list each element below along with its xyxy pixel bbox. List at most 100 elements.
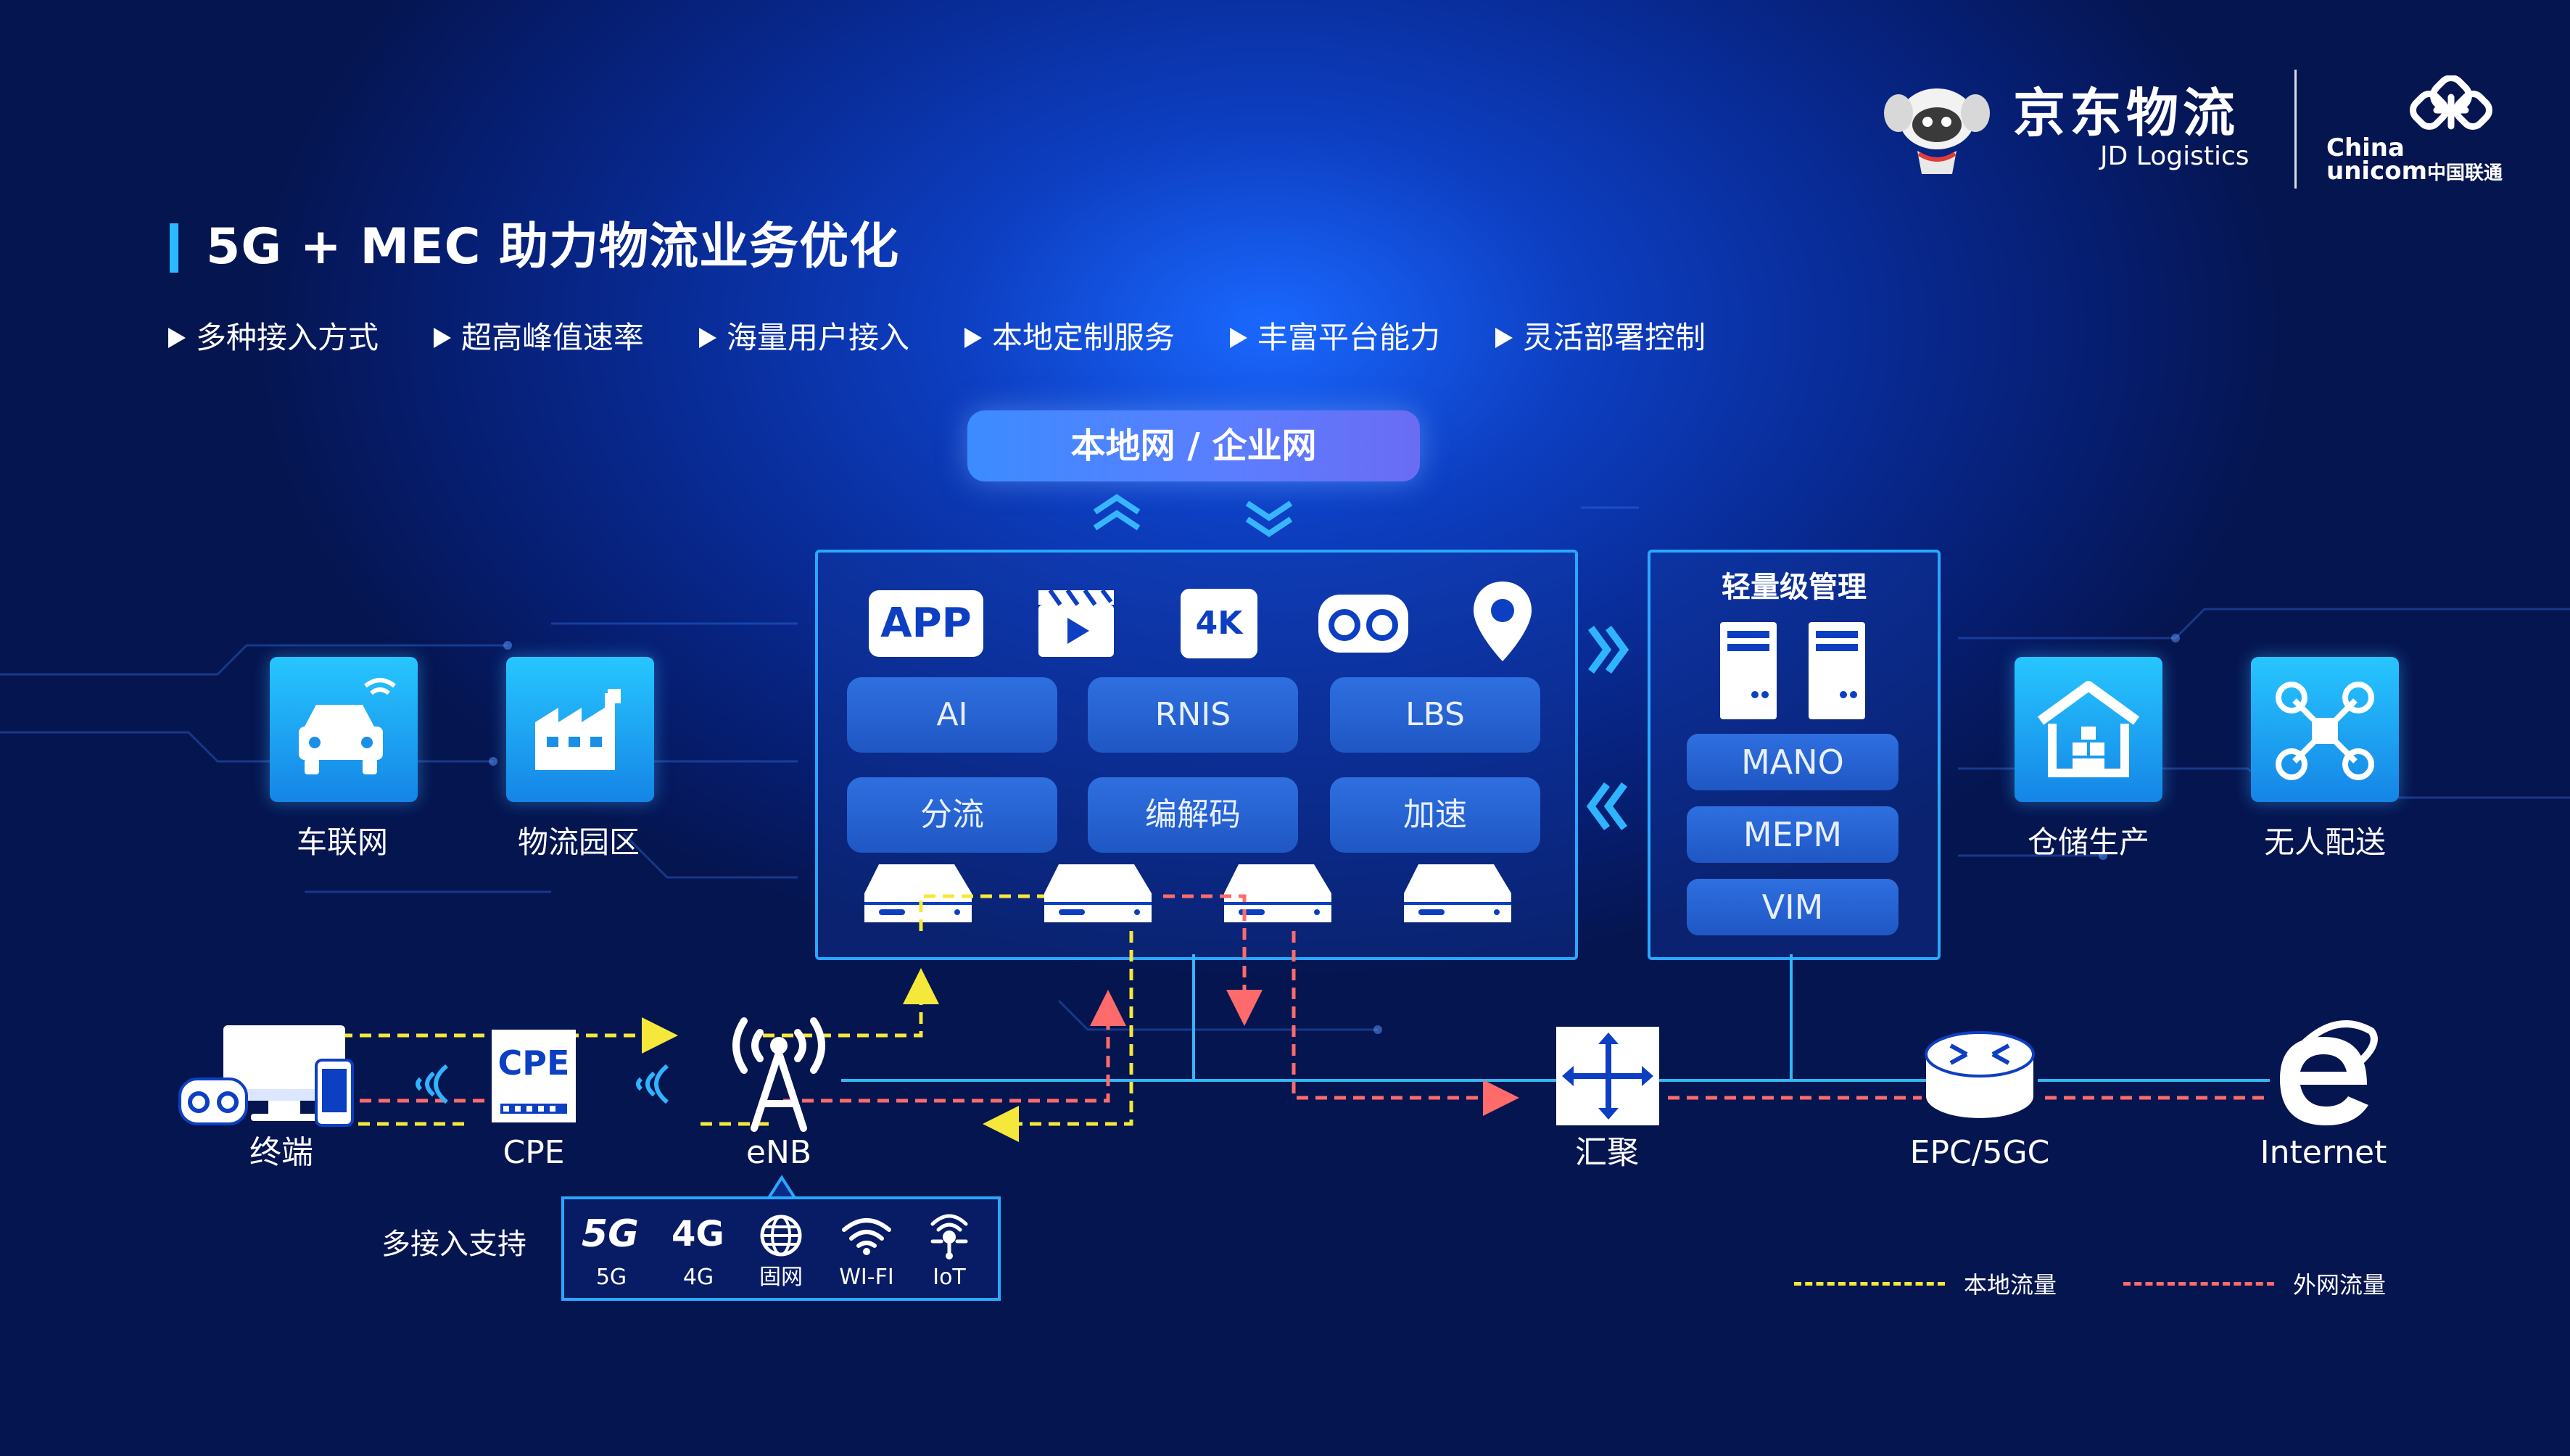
unicom-en-word: unicom [2326,157,2428,186]
enb-label: eNB [745,1134,812,1171]
title-accent-bar [170,223,178,273]
server-icon [1404,864,1511,922]
core-label: EPC/5GC [1909,1134,2050,1171]
scenario-label: 车联网 [296,824,388,860]
access-label: IoT [933,1265,966,1290]
scenario-label: 物流园区 [517,824,640,860]
up-down-arrows-icon [1093,494,1293,537]
feature-item: 本地定制服务 [964,316,1230,360]
scenario-tile-logistics-park [506,657,654,802]
feature-item: 多种接入方式 [168,316,434,360]
access-label: 固网 [759,1265,803,1290]
tower-servers-icon [1720,622,1865,719]
function-codec: 编解码 [1088,777,1298,853]
function-lbs: LBS [1330,677,1540,753]
feature-list: 多种接入方式 超高峰值速率 海量用户接入 本地定制服务 丰富平台能力 灵活部署控… [168,316,1761,360]
access-wifi: WI-FI [827,1207,906,1294]
bullet-triangle-icon [168,328,186,348]
scenario-label: 无人配送 [2263,824,2386,860]
multi-access-box: 5G 5G 4G 4G 固网 WI-FI IoT [561,1196,1001,1301]
bullet-triangle-icon [1495,328,1513,348]
bullet-triangle-icon [699,328,716,348]
5g-icon: 5G [582,1212,639,1256]
management-title: 轻量级管理 [1722,571,1867,604]
callout-pointer [767,1175,796,1199]
unicom-cn-text: 中国联通 [2427,162,2503,184]
lightweight-management-box: 轻量级管理 MANO MEPM VIM [1648,550,1941,960]
feature-label: 丰富平台能力 [1257,320,1441,355]
cpe-box-icon [492,1030,576,1122]
app-badge-icon: APP [869,590,983,657]
backbone-link [841,954,2270,1082]
page-title: 5G + MEC 助力物流业务优化 [206,218,900,276]
factory-icon [535,689,621,770]
legend-swatch-red [2123,1281,2274,1286]
legend-local-traffic: 本地流量 [1794,1269,2057,1299]
mgmt-item-mano: MANO [1687,734,1898,790]
legend-label: 本地流量 [1964,1271,2057,1299]
unicom-en-text: China [2326,133,2405,162]
connected-car-icon [299,678,396,774]
access-fixed: 固网 [741,1207,821,1294]
enb-tower-icon [732,1017,825,1132]
aggregation-switch-icon [1556,1027,1659,1125]
cpe-badge-text: CPE [497,1043,570,1083]
feature-label: 灵活部署控制 [1523,320,1706,355]
cpe-label: CPE [503,1134,565,1171]
external-traffic-link [341,894,2270,1116]
function-rnis: RNIS [1088,677,1298,753]
terminal-devices-icon [178,1025,354,1127]
jd-logo-cn-text: 京东物流 [2013,83,2240,144]
function-acceleration: 加速 [1330,777,1540,853]
access-label: 5G [595,1265,627,1290]
server-icon [864,864,972,922]
wireless-waves-icon [636,1064,669,1104]
wireless-waves-icon [416,1064,448,1104]
legend-external-traffic: 外网流量 [2123,1269,2387,1299]
cpe-device-icon: CPE [483,1025,584,1127]
scenario-tile-warehouse [2015,657,2162,802]
function-offload: 分流 [847,777,1057,853]
feature-label: 本地定制服务 [992,320,1175,355]
aggregation-label: 汇聚 [1575,1134,1639,1171]
bullet-triangle-icon [1230,328,1247,348]
feature-label: 超高峰值速率 [461,320,645,355]
bullet-triangle-icon [964,328,982,348]
4k-video-icon: 4K [1181,589,1257,658]
globe-icon [760,1215,802,1257]
iot-icon [930,1214,968,1259]
vr-headset-icon [1318,595,1408,653]
internet-label: Internet [2260,1134,2387,1171]
bullet-triangle-icon [434,328,451,348]
internet-e-icon [2280,1020,2378,1125]
scenario-label: 仓储生产 [2027,824,2149,860]
access-label: WI-FI [839,1265,894,1290]
bidirectional-chevrons-icon [1586,626,1629,830]
mgmt-item-vim: VIM [1687,879,1898,935]
server-icon [1044,864,1152,922]
logo-divider [2294,70,2297,189]
core-router-icon [1925,1031,2035,1118]
mec-servers [864,864,1511,922]
feature-item: 海量用户接入 [699,316,964,360]
jd-logistics-logo: 京东物流 JD Logistics [1883,77,2274,178]
feature-item: 超高峰值速率 [434,316,699,360]
4g-icon: 4G [672,1214,724,1254]
unicom-text: unicom中国联通 [2326,157,2503,188]
feature-item: 丰富平台能力 [1230,316,1495,360]
warehouse-icon [2037,681,2140,777]
local-enterprise-network: 本地网 / 企业网 [967,410,1420,481]
function-ai: AI [847,677,1057,753]
legend-swatch-yellow [1794,1281,1945,1286]
location-pin-icon [1474,582,1532,661]
mgmt-item-mepm: MEPM [1687,806,1898,863]
access-5g: 5G 5G [571,1207,651,1294]
access-4g: 4G 4G [658,1207,738,1294]
access-label: 4G [682,1265,714,1290]
unicom-knot-icon [2410,75,2492,130]
feature-label: 海量用户接入 [727,320,910,355]
legend-label: 外网流量 [2293,1271,2387,1299]
feature-item: 灵活部署控制 [1495,316,1761,360]
video-clapper-icon [1038,589,1114,657]
